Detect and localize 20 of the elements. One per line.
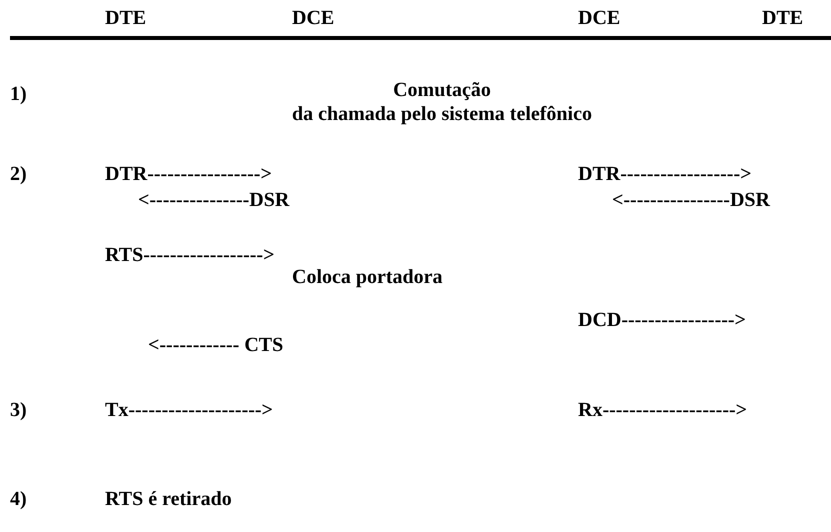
signal-arrow-text: <----------------DSR <box>612 188 770 212</box>
column-header: DTE <box>762 6 804 30</box>
step-text: Coloca portadora <box>292 265 443 289</box>
signal-arrow-text: DCD-----------------> <box>578 308 746 332</box>
signal-arrow-text: RTS------------------> <box>105 243 274 267</box>
column-header: DCE <box>292 6 334 30</box>
step-text: RTS é retirado <box>105 487 232 511</box>
signal-arrow-text: DTR------------------> <box>578 162 752 186</box>
signal-arrow-text: DTR-----------------> <box>105 162 272 186</box>
signal-arrow-text: Rx--------------------> <box>578 398 748 422</box>
signal-arrow-text: <------------ CTS <box>148 333 284 357</box>
signal-arrow-text: <---------------DSR <box>138 188 290 212</box>
signal-arrow-text: Tx--------------------> <box>105 398 273 422</box>
step-number: 3) <box>10 398 27 422</box>
step-text: Comutação da chamada pelo sistema telefônico <box>292 78 592 126</box>
column-header: DCE <box>578 6 620 30</box>
column-header: DTE <box>105 6 146 30</box>
step-number: 2) <box>10 162 27 186</box>
step-number: 1) <box>10 82 27 106</box>
step-number: 4) <box>10 487 27 511</box>
